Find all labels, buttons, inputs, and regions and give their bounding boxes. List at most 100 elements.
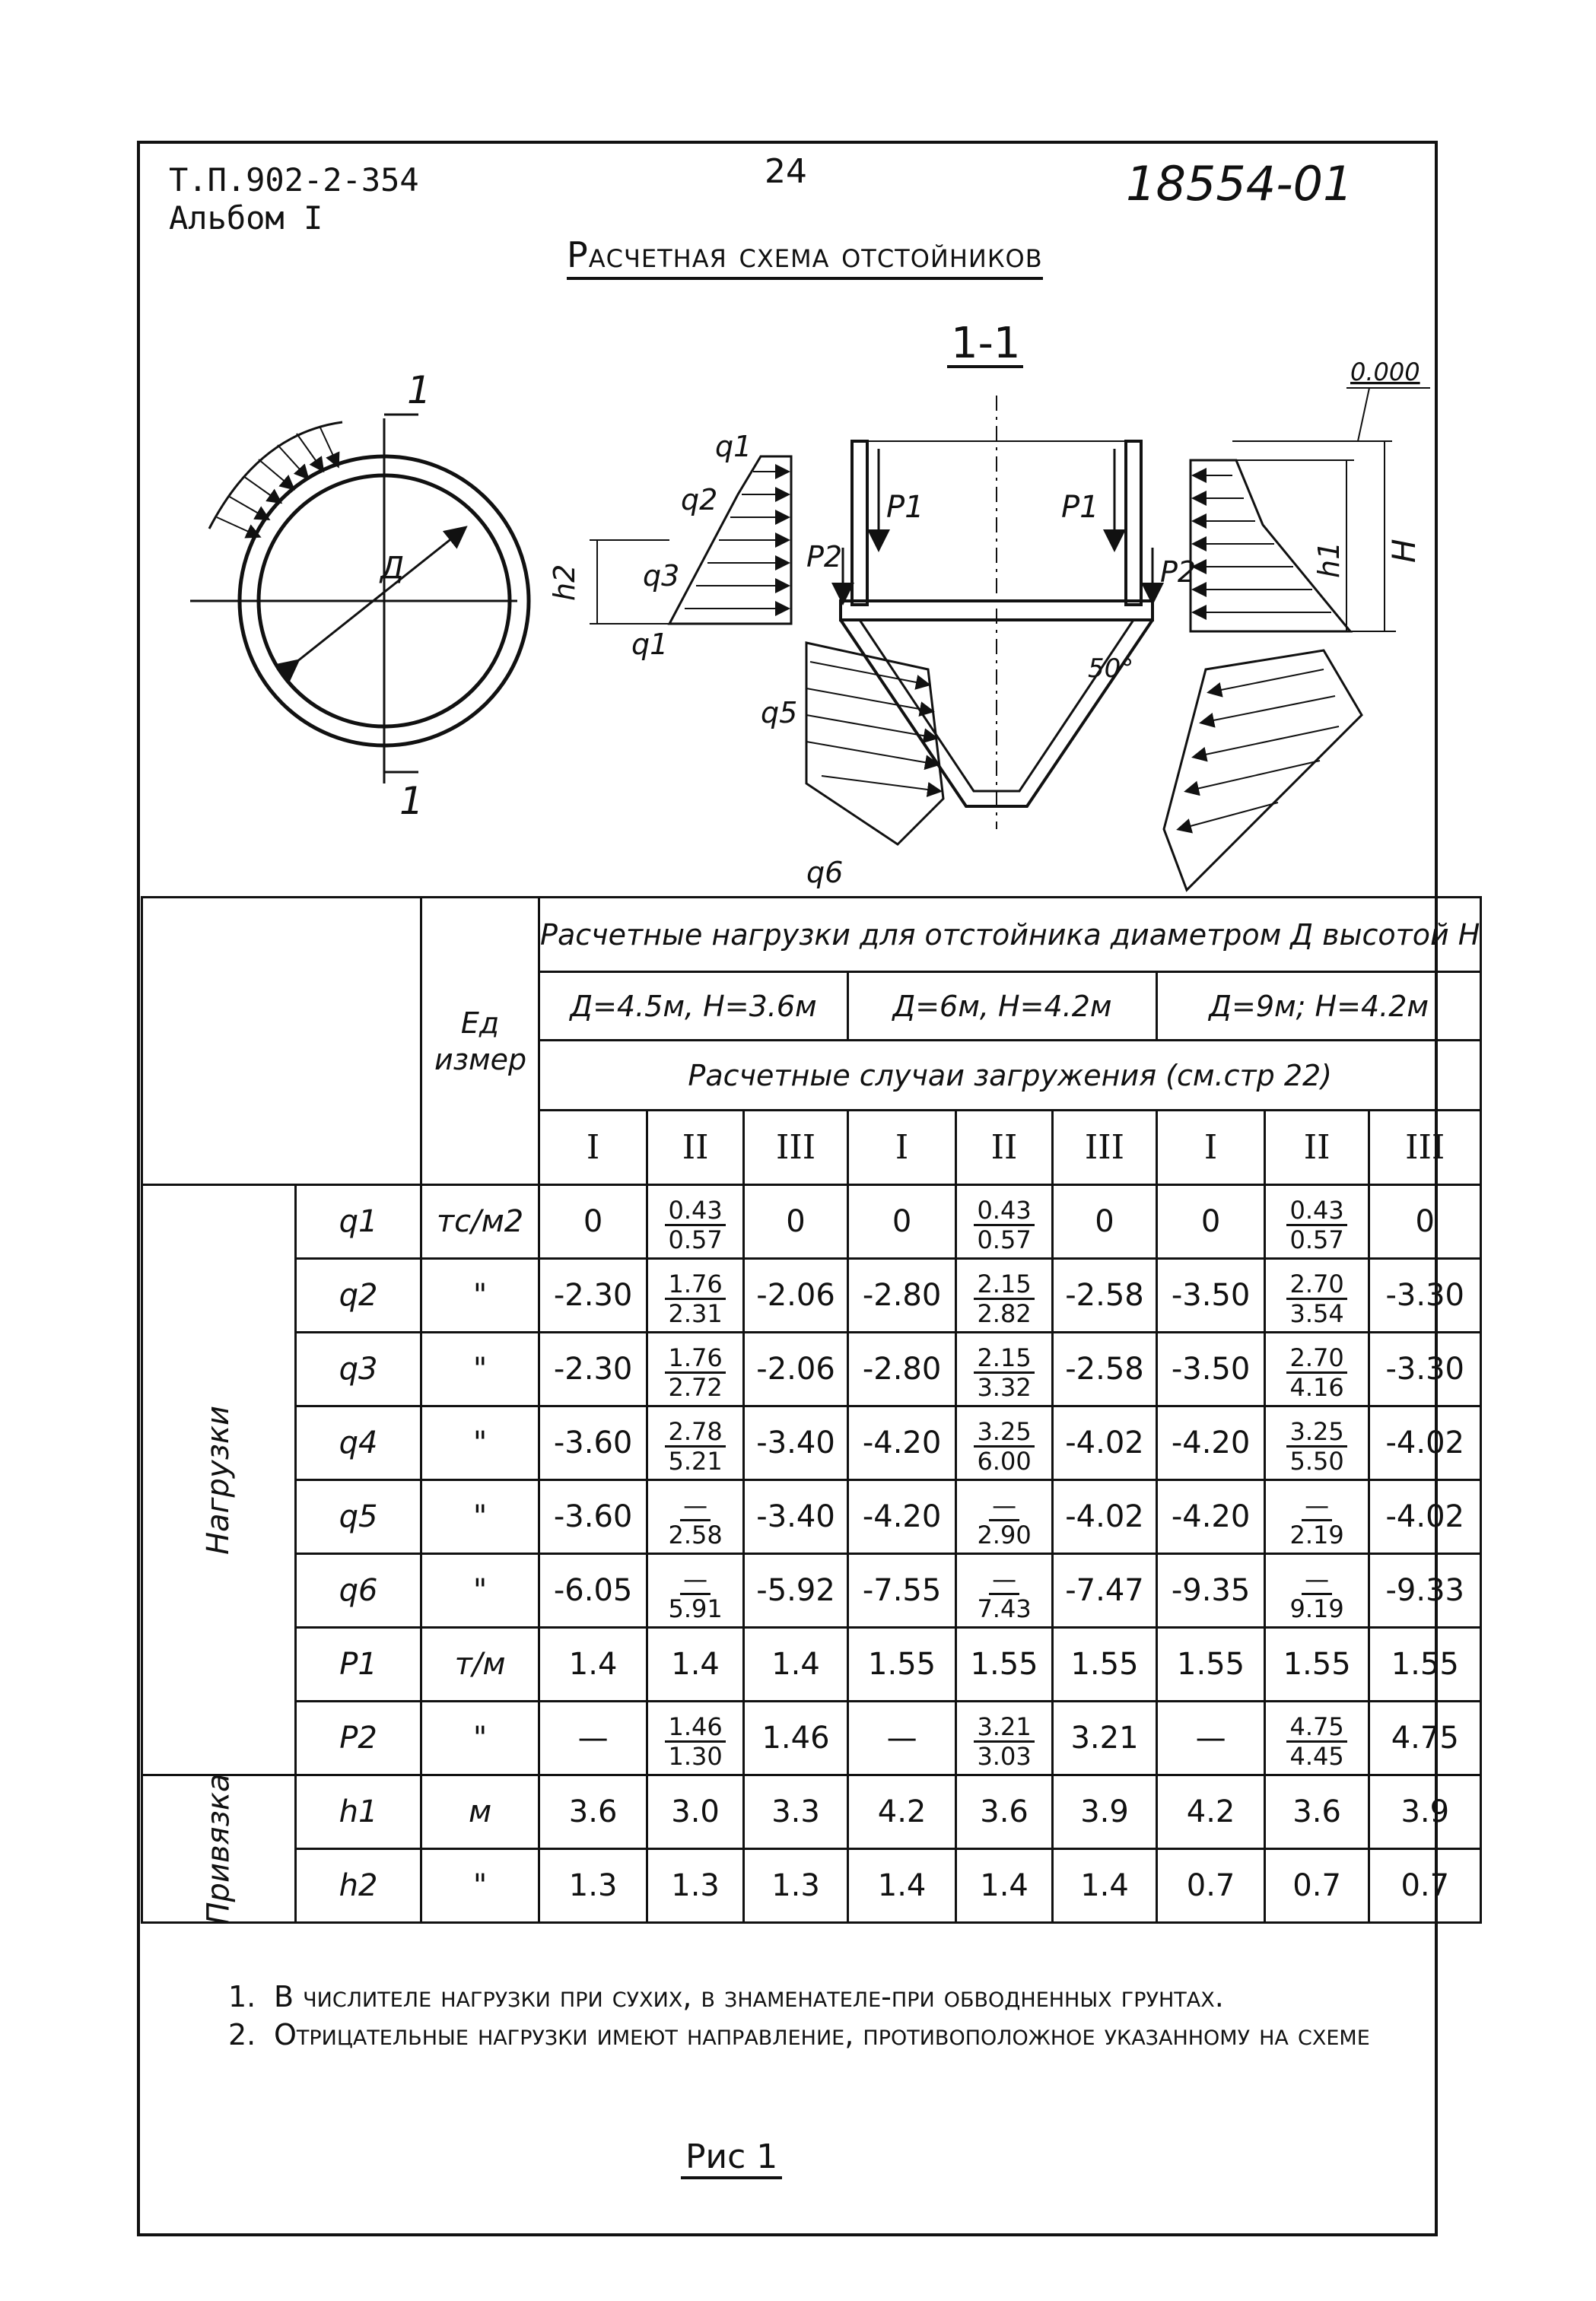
- case-cell: II: [1264, 1109, 1371, 1186]
- table-row: q6"-6.05—5.91-5.92-7.55—7.43-7.47-9.35—9…: [142, 1553, 1483, 1629]
- fraction-denominator: 3.54: [1289, 1299, 1344, 1328]
- value-cell: 3.9: [1051, 1774, 1159, 1850]
- row-label: P2: [294, 1700, 423, 1776]
- row-unit: ": [420, 1479, 541, 1555]
- corner-cell: [140, 896, 423, 1186]
- row-group-label: Нагрузки: [140, 1184, 297, 1776]
- value-cell: -3.40: [742, 1479, 850, 1555]
- value-cell: 3.6: [955, 1774, 1054, 1850]
- note-text: В числителе нагрузки при сухих, в знамен…: [274, 1980, 1224, 2013]
- value-cell: —2.19: [1264, 1479, 1371, 1555]
- fraction-numerator: 2.15: [974, 1272, 1035, 1300]
- row-group-text: Нагрузки: [201, 1405, 237, 1555]
- value-cell: 4.75: [1368, 1700, 1483, 1776]
- q2-label: q2: [681, 483, 717, 516]
- value-cell: —9.19: [1264, 1553, 1371, 1629]
- q5-label: q5: [761, 696, 797, 729]
- row-label: P1: [294, 1626, 423, 1702]
- q1-label-top: q1: [715, 430, 752, 463]
- fraction-numerator: —: [1302, 1493, 1333, 1521]
- row-label: q5: [294, 1479, 423, 1555]
- value-cell: -4.02: [1051, 1405, 1159, 1481]
- value-cell: 3.9: [1368, 1774, 1483, 1850]
- value-cell: 3.6: [1264, 1774, 1371, 1850]
- value-cell: -9.33: [1368, 1553, 1483, 1629]
- value-cell: -7.47: [1051, 1553, 1159, 1629]
- value-cell: -3.30: [1368, 1257, 1483, 1333]
- fraction-numerator: 0.43: [665, 1198, 726, 1226]
- value-cell: —: [847, 1700, 958, 1776]
- plan-view: Д 1 1: [190, 368, 531, 823]
- section-mark-top: 1: [407, 368, 431, 412]
- value-cell: -2.80: [847, 1331, 958, 1407]
- fraction-numerator: 1.76: [665, 1346, 726, 1374]
- fraction-denominator: 3.32: [977, 1373, 1032, 1402]
- section-view: 1-1 P1 P1 P2 P2 50° q: [548, 319, 1430, 892]
- section-mark-bottom: 1: [399, 779, 424, 823]
- value-cell: -2.80: [847, 1257, 958, 1333]
- value-cell: 1.55: [847, 1626, 958, 1702]
- value-cell: -3.40: [742, 1405, 850, 1481]
- fraction-denominator: 7.43: [977, 1594, 1032, 1623]
- section-label: 1-1: [951, 319, 1020, 368]
- fraction-numerator: 0.43: [974, 1198, 1035, 1226]
- row-label: q4: [294, 1405, 423, 1481]
- value-cell: -3.60: [538, 1405, 649, 1481]
- value-cell: 1.4: [955, 1848, 1054, 1924]
- h1-label: h1: [1312, 542, 1346, 578]
- fraction-denominator: 2.82: [977, 1299, 1032, 1328]
- value-cell: —7.43: [955, 1553, 1054, 1629]
- value-cell: -4.02: [1051, 1479, 1159, 1555]
- value-cell: -4.20: [1156, 1405, 1267, 1481]
- value-cell: -2.06: [742, 1331, 850, 1407]
- value-cell: 1.3: [538, 1848, 649, 1924]
- loads-header: Расчетные нагрузки для отстойника диамет…: [538, 896, 1483, 973]
- value-cell: -4.20: [1156, 1479, 1267, 1555]
- fraction-numerator: 2.70: [1286, 1272, 1347, 1300]
- value-cell: 1.4: [1051, 1848, 1159, 1924]
- fraction: —7.43: [974, 1567, 1034, 1621]
- fraction-denominator: 9.19: [1289, 1594, 1344, 1623]
- value-cell: 1.4: [646, 1626, 746, 1702]
- fraction-numerator: —: [989, 1493, 1020, 1521]
- row-unit: ": [420, 1405, 541, 1481]
- note-item: 1. В числителе нагрузки при сухих, в зна…: [228, 1978, 1400, 2016]
- value-cell: -3.60: [538, 1479, 649, 1555]
- value-cell: 1.3: [742, 1848, 850, 1924]
- value-cell: -9.35: [1156, 1553, 1267, 1629]
- value-cell: —2.58: [646, 1479, 746, 1555]
- loads-table: Ед измер Расчетные нагрузки для отстойни…: [140, 896, 1483, 1924]
- inventory-number: 18554-01: [1126, 156, 1353, 211]
- value-cell: 1.55: [1368, 1626, 1483, 1702]
- table-row: q5"-3.60—2.58-3.40-4.20—2.90-4.02-4.20—2…: [142, 1479, 1483, 1555]
- fraction-numerator: 2.15: [974, 1346, 1035, 1374]
- fraction-numerator: 2.78: [665, 1419, 726, 1448]
- case-cell: III: [1051, 1109, 1159, 1186]
- row-label: q1: [294, 1184, 423, 1260]
- value-cell: 1.4: [538, 1626, 649, 1702]
- page-title: Расчетная схема отстойников: [567, 234, 1043, 280]
- row-unit: м: [420, 1774, 541, 1850]
- value-cell: 0.7: [1156, 1848, 1267, 1924]
- value-cell: —2.90: [955, 1479, 1054, 1555]
- value-cell: —: [1156, 1700, 1267, 1776]
